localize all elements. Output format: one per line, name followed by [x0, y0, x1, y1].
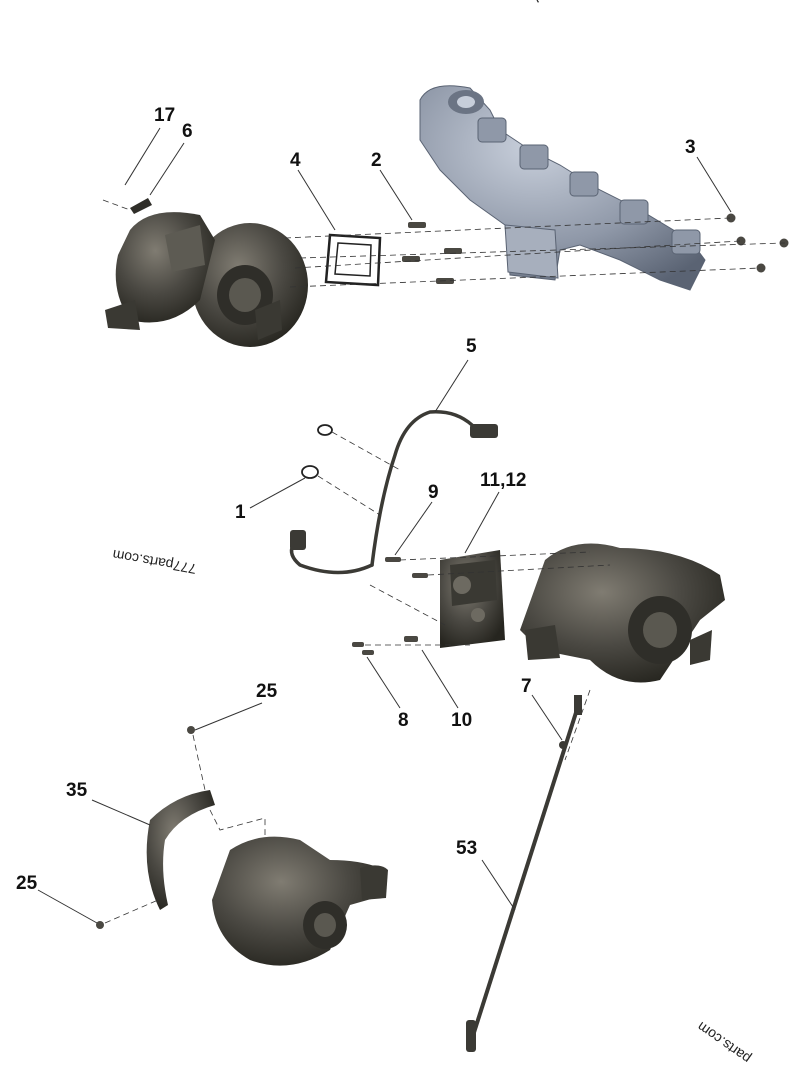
- dash-lines-bottom: [104, 734, 266, 924]
- turbine-gasket: [324, 233, 382, 287]
- callout-7: 7: [521, 676, 532, 697]
- actuator-11-12: [440, 550, 505, 648]
- callout-6: 6: [182, 121, 193, 142]
- connector-5: [470, 424, 498, 438]
- turbocharger-middle: [520, 543, 725, 683]
- callout-3: 3: [685, 137, 696, 158]
- leader-lines: [37, 127, 732, 924]
- callout-2: 2: [371, 150, 382, 171]
- small-parts-17-6: [130, 198, 152, 214]
- callout-10: 10: [451, 710, 473, 731]
- dash-lines-top: [102, 199, 786, 288]
- connector-1: [290, 530, 306, 550]
- callout-25-top: 25: [256, 681, 278, 702]
- sensor-harness-5: [289, 410, 474, 575]
- heat-shield-35: [146, 790, 215, 910]
- callout-4: 4: [290, 150, 301, 171]
- nuts-top: [726, 213, 789, 273]
- callout-9: 9: [428, 482, 439, 503]
- callout-35: 35: [66, 780, 88, 801]
- dash-lines-middle: [317, 431, 611, 761]
- turbocharger-bottom: [212, 836, 388, 966]
- oil-line-53: [466, 695, 582, 1052]
- callout-25-bottom: 25: [16, 873, 38, 894]
- callout-11-12: 11,12: [480, 470, 527, 491]
- callout-8: 8: [398, 710, 409, 731]
- callout-17: 17: [154, 105, 176, 126]
- bolts-middle: [352, 557, 428, 655]
- exhaust-manifold: [419, 85, 706, 291]
- turbocharger-top: [105, 212, 308, 347]
- callout-1: 1: [235, 502, 246, 523]
- clamp-1: [301, 465, 319, 479]
- callout-5: 5: [466, 336, 477, 357]
- callout-53: 53: [456, 838, 478, 859]
- clip-5: [317, 424, 333, 436]
- bolts-25: [96, 726, 195, 929]
